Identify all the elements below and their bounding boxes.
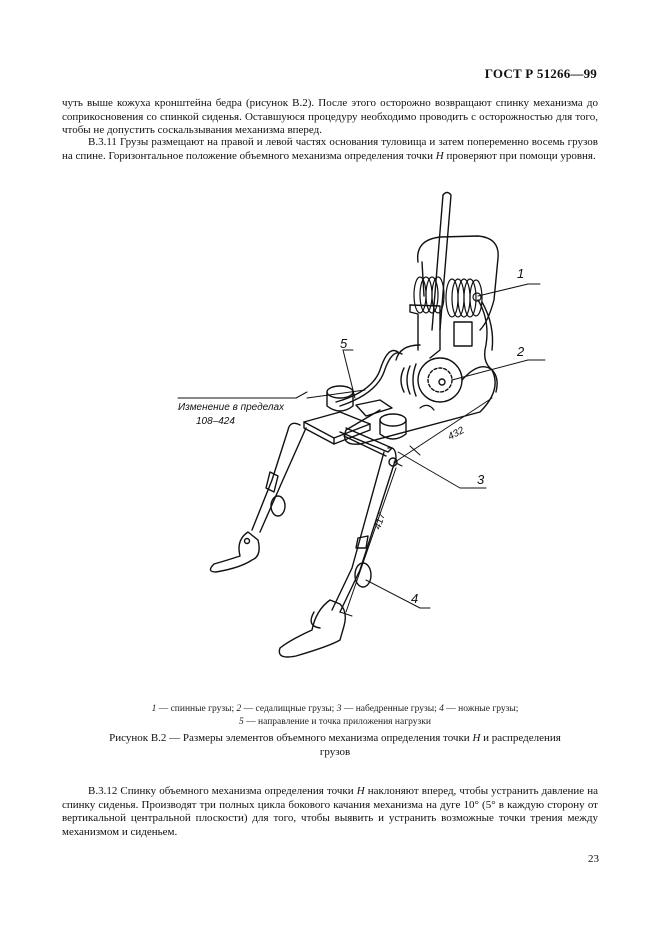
point-h-symbol: H <box>356 785 365 797</box>
legend-text-2: — седалищные грузы; <box>241 704 337 714</box>
right-leg-drawing <box>278 447 398 658</box>
paragraph-b-3-11: В.3.11 Грузы размещают на правой и левой… <box>62 136 598 163</box>
dimension-lines <box>177 389 493 617</box>
label-2: 2 <box>516 344 525 359</box>
legend-line-1: 1 — спинные грузы; 2 — седалищные грузы;… <box>100 703 570 716</box>
document-header: ГОСТ Р 51266—99 <box>484 66 597 81</box>
range-annotation-1: Изменение в пределах <box>178 402 285 413</box>
legend-num-1: 1 <box>151 704 157 714</box>
page-number: 23 <box>588 853 599 865</box>
caption-h-symbol: H <box>472 732 481 744</box>
back-pan-drawing <box>409 191 499 393</box>
p3-text-start: В.3.12 Спинку объемного механизма опреде… <box>88 785 357 797</box>
legend-text-1: — спинные грузы; <box>156 704 237 714</box>
figure-h-point-machine: 1 2 3 4 5 Изменение в пределах 108–424 4… <box>130 185 550 685</box>
legend-line-2: 5 — направление и точка приложения нагру… <box>100 716 570 729</box>
p3-text-end: наклоняют вперед, чтобы устранить давлен… <box>62 785 598 838</box>
thigh-weights-drawing <box>303 385 407 457</box>
caption-text-end: и распределения грузов <box>319 732 561 758</box>
seat-pan-drawing <box>335 344 496 445</box>
label-4: 4 <box>411 591 418 606</box>
leader-lines <box>342 283 546 609</box>
legend-text-3: — набедренные грузы; <box>341 704 440 714</box>
caption-text-start: Рисунок В.2 — Размеры элементов объемног… <box>109 732 473 744</box>
legend-text-4: — ножные грузы; <box>443 704 519 714</box>
figure-legend: 1 — спинные грузы; 2 — седалищные грузы;… <box>100 703 570 729</box>
dim-417-label: 417 <box>372 511 388 531</box>
label-3: 3 <box>477 472 485 487</box>
legend-num-3: 3 <box>336 704 342 714</box>
range-annotation-2: 108–424 <box>196 416 235 427</box>
legend-num-5: 5 <box>239 717 244 727</box>
p2-text-start: В.3.11 Грузы размещают на правой и левой… <box>62 136 598 162</box>
legend-text-5: — направление и точка приложения нагрузк… <box>243 717 431 727</box>
point-h-symbol: H <box>435 149 444 162</box>
dim-432-label: 432 <box>446 425 466 443</box>
legend-num-2: 2 <box>236 704 242 714</box>
legend-num-4: 4 <box>439 704 444 714</box>
figure-caption: Рисунок В.2 — Размеры элементов объемног… <box>100 732 570 759</box>
p2-text-end: проверяют при помощи уровня. <box>443 149 596 162</box>
label-5: 5 <box>340 336 348 351</box>
paragraph-continuation: чуть выше кожуха кронштейна бедра (рисун… <box>62 97 598 137</box>
label-1: 1 <box>517 266 524 281</box>
paragraph-b-3-12: В.3.12 Спинку объемного механизма опреде… <box>62 785 598 839</box>
left-leg-drawing <box>209 422 307 573</box>
